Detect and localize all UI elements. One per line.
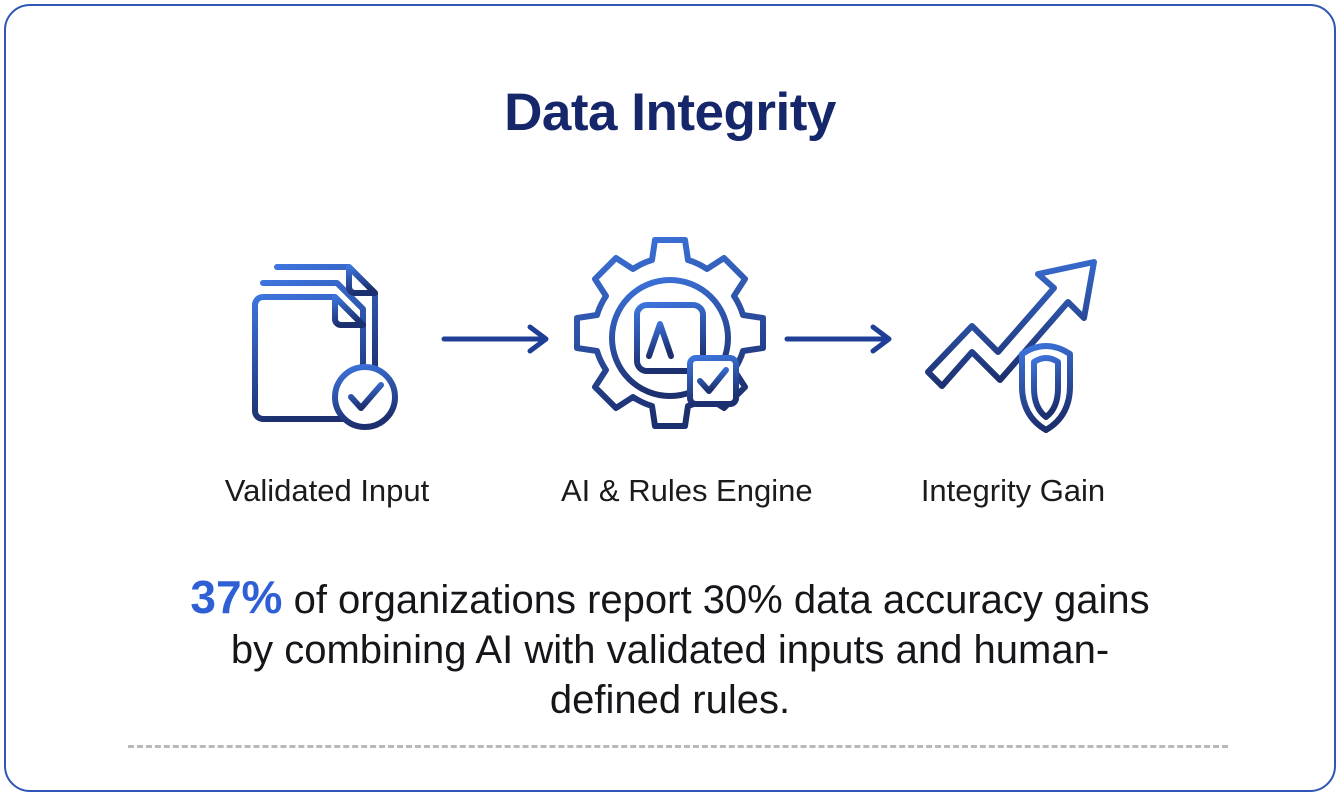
flow-step-validated-input: [218, 234, 436, 444]
flow-step-integrity-gain: [904, 234, 1122, 444]
page-title: Data Integrity: [504, 83, 836, 142]
infographic-card: Data Integrity: [4, 4, 1336, 792]
process-flow: [6, 234, 1334, 444]
dashed-divider: [128, 745, 1228, 748]
arrow-right-icon: [440, 322, 558, 356]
growth-arrow-shield-icon: [918, 244, 1108, 434]
stat-body-text: of organizations report 30% data accurac…: [230, 578, 1150, 722]
stat-statement: 37% of organizations report 30% data acc…: [180, 572, 1160, 725]
flow-label-ai-rules-engine: AI & Rules Engine: [561, 473, 813, 508]
gear-ai-chip-check-icon: [566, 234, 774, 444]
flow-connector-2: [779, 319, 904, 359]
stat-percent: 37%: [190, 571, 283, 623]
flow-label-validated-input: Validated Input: [224, 473, 430, 508]
documents-check-icon: [237, 239, 417, 439]
arrow-right-icon: [783, 322, 901, 356]
flow-labels: Validated Input AI & Rules Engine Integr…: [6, 472, 1334, 509]
flow-step-ai-rules-engine: [561, 234, 779, 444]
flow-connector-1: [436, 319, 561, 359]
flow-label-integrity-gain: Integrity Gain: [920, 473, 1106, 508]
